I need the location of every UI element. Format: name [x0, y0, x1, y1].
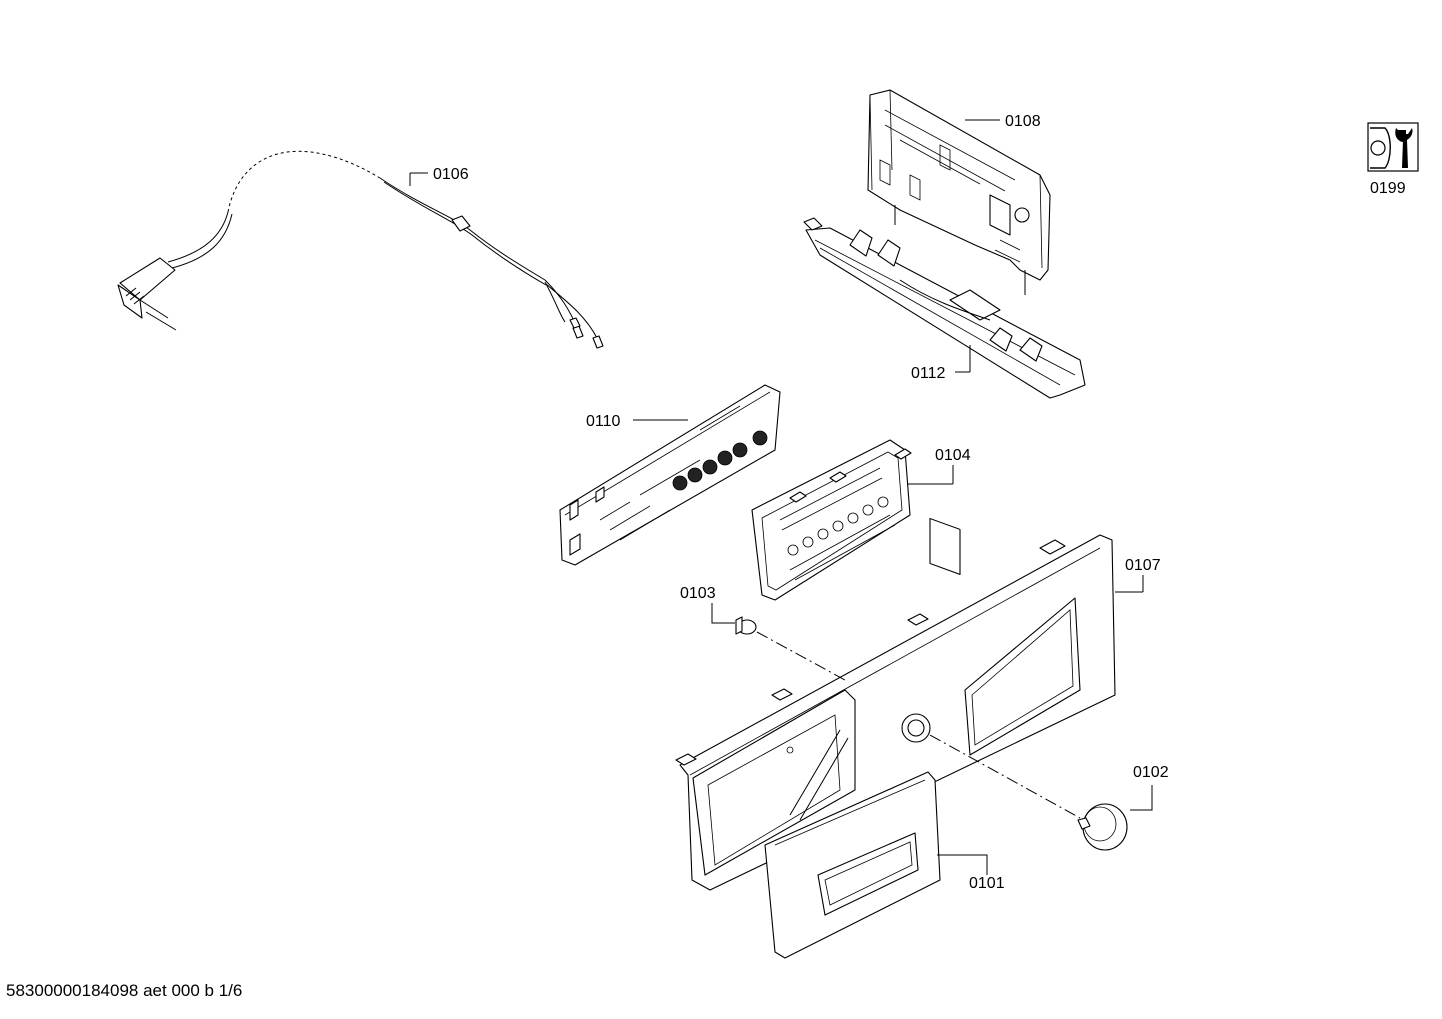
leader-0103 [711, 603, 735, 624]
part-label-0104: 0104 [935, 447, 971, 464]
document-reference: 58300000184098 aet 000 b 1/6 [6, 981, 243, 1000]
part-label-0101: 0101 [969, 875, 1005, 892]
leader-0102 [1130, 785, 1153, 811]
display-panel-frame-drawing [751, 439, 912, 601]
push-button-drawing [735, 616, 757, 635]
service-icon-label: 0199 [1370, 180, 1406, 197]
service-wrench-icon [1367, 122, 1419, 172]
display-board-drawing [559, 384, 781, 566]
selector-knob-drawing [1077, 803, 1128, 851]
module-holder-drawing [803, 217, 1086, 399]
control-panel-fascia-drawing [675, 534, 1116, 891]
part-label-0112: 0112 [911, 365, 946, 382]
part-label-0108: 0108 [1005, 113, 1041, 130]
part-label-0103: 0103 [680, 585, 716, 602]
leader-0101 [937, 854, 988, 875]
drawer-handle-drawing [764, 771, 941, 959]
part-label-0107: 0107 [1125, 557, 1161, 574]
axis-line-0103 [756, 631, 846, 681]
part-label-0110: 0110 [586, 413, 621, 430]
control-module-drawing [867, 89, 1051, 575]
part-label-0106: 0106 [433, 166, 469, 183]
part-label-0102: 0102 [1133, 764, 1169, 781]
power-cord-drawing [117, 150, 604, 349]
axis-line-0102 [929, 734, 1081, 819]
